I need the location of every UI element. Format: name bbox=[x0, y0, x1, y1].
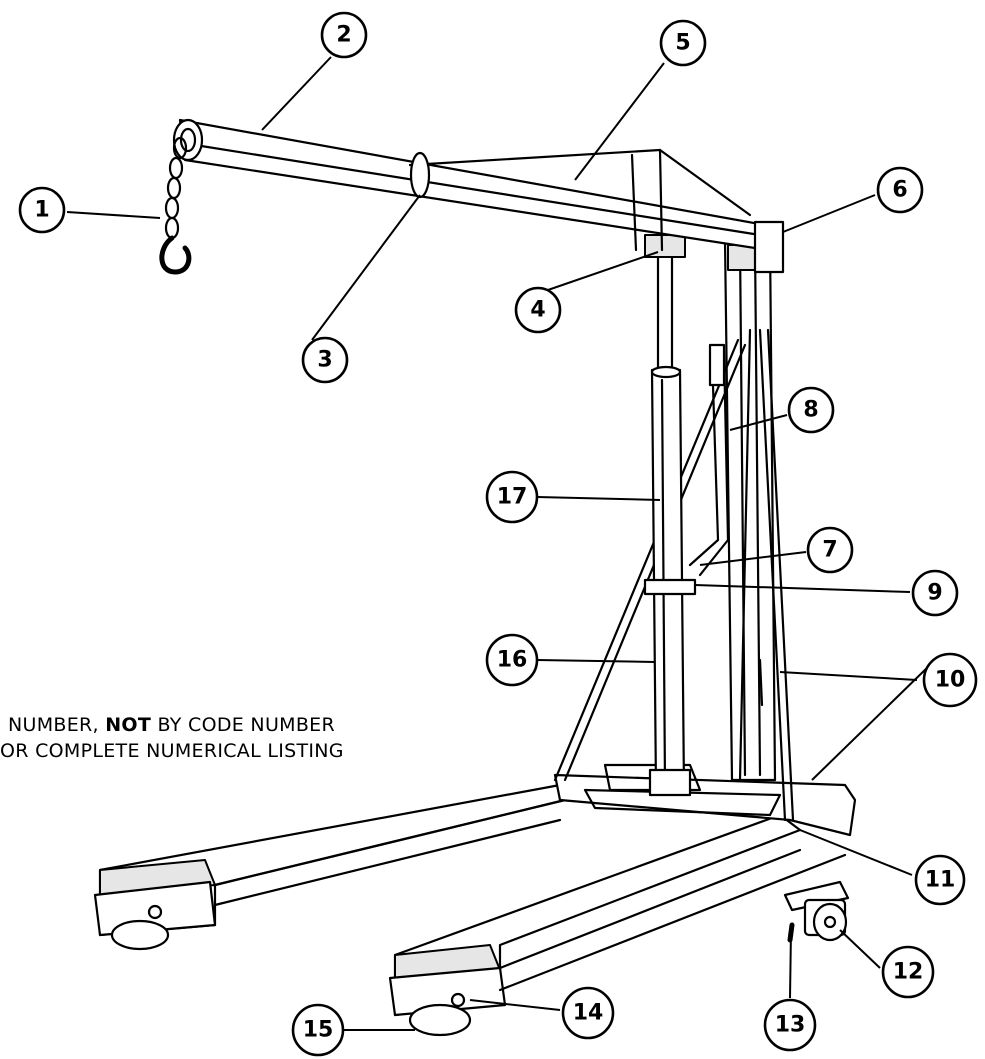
chain-and-hook bbox=[159, 136, 192, 275]
callout-label: 5 bbox=[675, 31, 690, 56]
callout-14: 14 bbox=[561, 986, 615, 1040]
callout-label: 12 bbox=[893, 960, 924, 985]
callout-6: 6 bbox=[876, 166, 924, 214]
callout-3: 3 bbox=[301, 336, 349, 384]
callout-13: 13 bbox=[763, 998, 817, 1052]
callout-5: 5 bbox=[659, 19, 707, 67]
callout-label: 11 bbox=[925, 868, 956, 893]
mast bbox=[723, 238, 777, 782]
callout-label: 15 bbox=[303, 1018, 334, 1043]
callout-label: 2 bbox=[336, 23, 351, 48]
note-line-1: NUMBER, NOT BY CODE NUMBER bbox=[8, 714, 335, 736]
callout-label: 13 bbox=[775, 1013, 806, 1038]
callout-15: 15 bbox=[291, 1003, 345, 1057]
callout-4: 4 bbox=[514, 286, 562, 334]
note-line-2: OR COMPLETE NUMERICAL LISTING bbox=[0, 740, 344, 762]
hydraulic-ram bbox=[643, 234, 697, 797]
callout-11: 11 bbox=[914, 854, 966, 906]
crane-illustration bbox=[93, 118, 857, 1037]
callout-16: 16 bbox=[485, 633, 539, 687]
callout-label: 16 bbox=[497, 648, 528, 673]
callout-2: 2 bbox=[320, 11, 368, 59]
pump-handle bbox=[688, 343, 730, 577]
callout-1: 1 bbox=[18, 186, 66, 234]
callout-label: 4 bbox=[530, 298, 545, 323]
right-leg bbox=[388, 813, 847, 1037]
callout-label: 9 bbox=[927, 581, 942, 606]
callout-9: 9 bbox=[911, 569, 959, 617]
callout-12: 12 bbox=[881, 945, 935, 999]
boom bbox=[172, 118, 785, 274]
left-leg bbox=[93, 783, 567, 951]
callout-label: 17 bbox=[497, 485, 528, 510]
callout-label: 8 bbox=[803, 398, 818, 423]
leader-lines bbox=[66, 56, 931, 1031]
instruction-note: NUMBER, NOT BY CODE NUMBER OR COMPLETE N… bbox=[0, 714, 344, 762]
swivel-caster bbox=[783, 880, 850, 943]
callout-label: 3 bbox=[317, 348, 332, 373]
callout-label: 6 bbox=[892, 178, 907, 203]
rear-frame bbox=[553, 763, 857, 837]
callout-8: 8 bbox=[787, 386, 835, 434]
callout-label: 7 bbox=[822, 538, 837, 563]
callout-label: 1 bbox=[34, 198, 49, 223]
callout-label: 10 bbox=[935, 668, 966, 693]
callout-17: 17 bbox=[485, 470, 539, 524]
callout-7: 7 bbox=[806, 526, 854, 574]
callout-label: 14 bbox=[573, 1001, 604, 1026]
callout-10: 10 bbox=[922, 652, 978, 708]
